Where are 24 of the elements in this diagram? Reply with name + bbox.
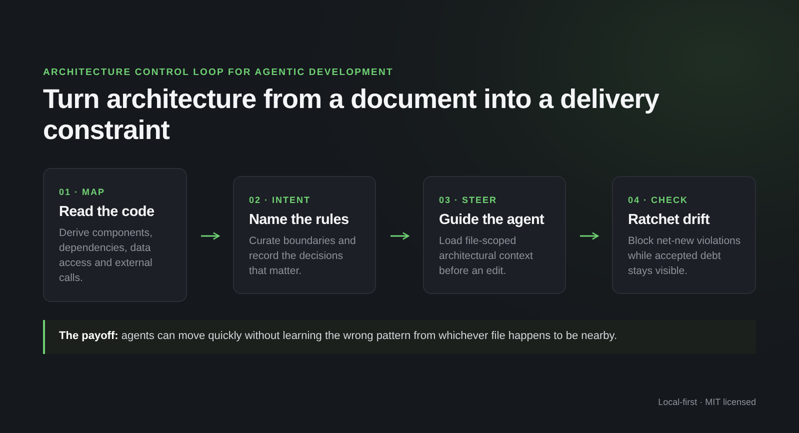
- arrow: [390, 232, 410, 240]
- card-description: Derive components, dependencies, data access and external calls.: [59, 226, 154, 286]
- step-label: 01 · MAP: [59, 187, 106, 197]
- footer-note: Local-first · MIT licensed: [658, 397, 756, 407]
- card-description: Curate boundaries and record the decisions that matter.: [249, 234, 357, 279]
- callout-text: The payoff: agents can move quickly without learning the wrong pattern from whichever file happens to be nearby.: [59, 330, 618, 342]
- arrow: [201, 232, 220, 240]
- step-label: 03 · STEER: [439, 195, 498, 205]
- card-heading: Name the rules: [249, 212, 350, 228]
- eyebrow-label: ARCHITECTURE CONTROL LOOP FOR AGENTIC DEVELOPMENT: [43, 67, 394, 78]
- card-heading: Read the code: [59, 204, 156, 220]
- card-heading: Guide the agent: [439, 212, 546, 228]
- callout-band: [43, 320, 756, 354]
- card-description: Block net-new violations while accepted debt stays visible.: [628, 234, 741, 279]
- step-card: [612, 176, 756, 294]
- step-card: [423, 176, 566, 294]
- arrow: [580, 232, 599, 240]
- card-description: Load file-scoped architectural context before an edit.: [439, 234, 534, 279]
- page-title: Turn architecture from a document into a delivery constraint: [43, 84, 660, 146]
- step-label: 04 · CHECK: [628, 195, 690, 205]
- step-card: [43, 168, 187, 302]
- card-heading: Ratchet drift: [628, 212, 711, 228]
- step-label: 02 · INTENT: [249, 195, 312, 205]
- step-card: [233, 176, 376, 294]
